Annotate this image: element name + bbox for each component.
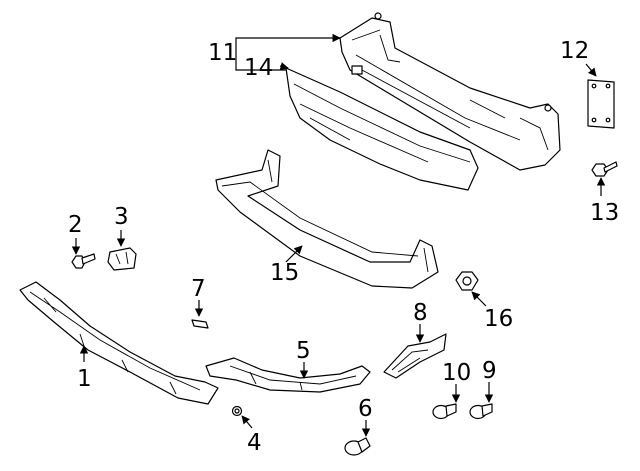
leader-4 <box>241 415 253 429</box>
part-2-bolt <box>71 253 96 269</box>
part-9-push-clip <box>469 403 493 420</box>
part-11-reinforcement <box>339 12 561 171</box>
callout-5: 5 <box>296 338 311 364</box>
callout-7: 7 <box>191 276 206 302</box>
leader-14 <box>279 62 289 71</box>
part-12-plate <box>587 79 615 129</box>
part-5-deflector <box>205 357 371 393</box>
leader-11 <box>235 33 341 46</box>
part-7-pin <box>191 319 209 329</box>
part-8-side-bracket <box>383 333 447 379</box>
callout-3: 3 <box>114 204 129 230</box>
part-3-clip <box>107 247 137 271</box>
part-15-bracket <box>215 149 439 289</box>
callout-1: 1 <box>77 366 92 392</box>
part-16-nut <box>455 271 479 291</box>
leader-12 <box>585 63 597 77</box>
part-4-nut <box>231 405 243 417</box>
leader-16 <box>471 291 487 307</box>
part-13-bolt <box>591 161 618 177</box>
leader-11-bracket <box>235 46 286 71</box>
part-1-guide-bar <box>19 281 219 405</box>
callout-16: 16 <box>484 306 513 332</box>
callout-12: 12 <box>560 38 589 64</box>
callout-13: 13 <box>590 200 619 226</box>
callout-6: 6 <box>358 396 373 422</box>
callout-2: 2 <box>68 212 83 238</box>
callout-9: 9 <box>482 358 497 384</box>
callout-14: 14 <box>244 55 273 81</box>
callout-10: 10 <box>442 360 471 386</box>
callout-8: 8 <box>413 300 428 326</box>
callout-11: 11 <box>208 40 237 66</box>
leader-15 <box>285 245 303 263</box>
part-10-push-clip <box>432 403 457 420</box>
part-14-absorber <box>285 67 479 191</box>
part-6-push-clip <box>344 437 371 456</box>
callout-4: 4 <box>247 430 262 456</box>
callout-15: 15 <box>270 260 299 286</box>
